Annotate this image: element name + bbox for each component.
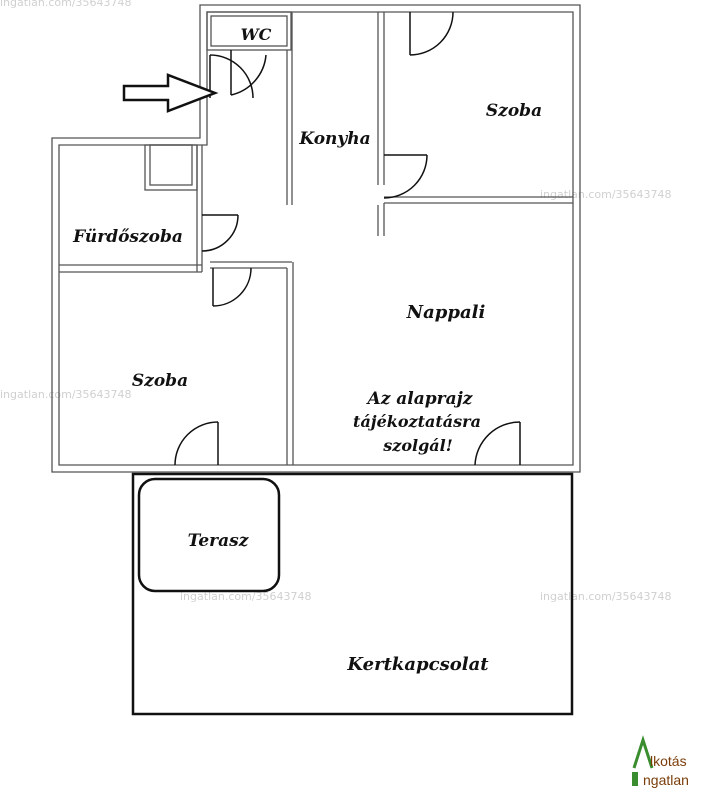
disclaimer: Az alaprajz tájékoztatásra szolgál! xyxy=(353,389,481,455)
watermark-center-lower: ingatlan.com/35643748 xyxy=(180,590,312,603)
label-bathroom: Fürdőszoba xyxy=(72,227,183,247)
wc-door xyxy=(230,50,267,96)
label-kitchen: Konyha xyxy=(298,129,370,149)
watermarks: ingatlan.com/35643748 ingatlan.com/35643… xyxy=(0,0,672,603)
room-top-right-door-top xyxy=(409,11,454,56)
entrance-arrow-icon xyxy=(122,73,219,113)
logo-a-icon xyxy=(632,735,654,769)
label-living: Nappali xyxy=(406,302,486,323)
label-room-top-right: Szoba xyxy=(486,101,542,121)
walls xyxy=(51,4,581,473)
disclaimer-line-1: Az alaprajz xyxy=(366,389,473,409)
room-left-terrace-door xyxy=(174,421,219,466)
watermark-top-left: ingatlan.com/35643748 xyxy=(0,0,132,9)
room-top-right-door-side xyxy=(383,154,428,199)
room-left-door xyxy=(212,267,252,307)
logo-line-1: lkotás xyxy=(650,753,687,769)
label-room-left: Szoba xyxy=(132,371,188,391)
watermark-left: ingatlan.com/35643748 xyxy=(0,388,132,401)
watermark-right-lower: ingatlan.com/35643748 xyxy=(540,590,672,603)
terrace-area xyxy=(137,477,281,593)
disclaimer-line-3: szolgál! xyxy=(382,436,453,455)
watermark-right-upper: ingatlan.com/35643748 xyxy=(540,188,672,201)
bathroom-door xyxy=(201,214,239,252)
label-terrace: Terasz xyxy=(188,531,249,551)
doors xyxy=(174,11,521,466)
disclaimer-line-2: tájékoztatásra xyxy=(353,412,481,431)
room-labels: WC Konyha Szoba Fürdőszoba Nappali Szoba… xyxy=(72,25,542,675)
label-wc: WC xyxy=(241,25,272,44)
label-garden: Kertkapcsolat xyxy=(346,654,489,675)
logo-line-2: ngatlan xyxy=(643,772,689,788)
living-terrace-door xyxy=(474,421,521,466)
company-logo: lkotás ngatlan xyxy=(632,735,689,788)
logo-i-icon xyxy=(632,772,638,786)
garden-area xyxy=(131,472,574,716)
